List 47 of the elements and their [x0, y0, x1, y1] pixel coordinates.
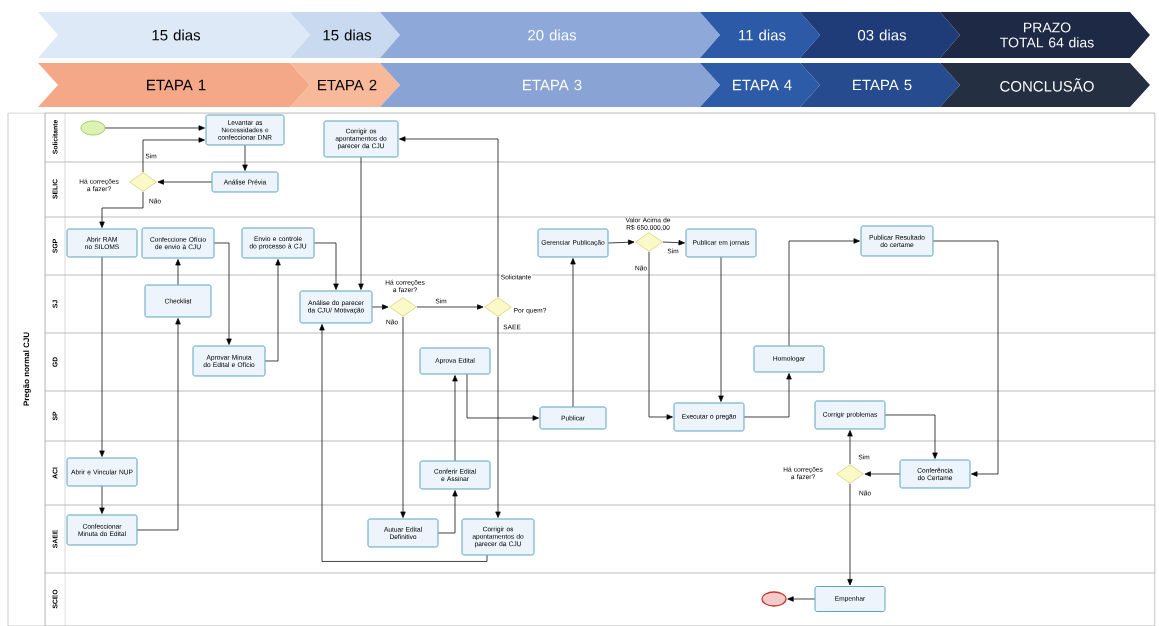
event-circle	[761, 591, 787, 607]
stage-banner: ETAPA 4	[700, 63, 820, 107]
stage-banner: 20 dias	[380, 12, 720, 58]
arrow	[214, 242, 232, 345]
arrow	[242, 145, 248, 171]
arrow	[608, 239, 635, 245]
arrow	[99, 257, 105, 457]
stage-banner: 03 dias	[800, 12, 960, 58]
arrow	[452, 375, 458, 461]
stage-banner: ETAPA 1	[38, 63, 310, 107]
arrow	[265, 259, 281, 362]
stage-banner: ETAPA 5	[800, 63, 960, 107]
stage-banner: 15 dias	[38, 12, 310, 58]
arrow	[314, 242, 339, 290]
arrow	[495, 316, 501, 518]
arrow	[157, 179, 212, 185]
arrow	[466, 374, 539, 421]
arrow	[137, 318, 181, 531]
arrow	[358, 157, 364, 290]
arrow	[438, 490, 458, 534]
arrow	[105, 125, 205, 131]
arrow	[648, 251, 673, 420]
arrow	[175, 259, 181, 285]
stage-banner: 11 dias	[700, 12, 820, 58]
arrow	[847, 483, 853, 586]
arrow	[399, 136, 499, 298]
arrow	[99, 486, 105, 514]
event-circle	[80, 120, 106, 136]
stage-banner: 15 dias	[290, 12, 400, 58]
arrow	[416, 304, 484, 310]
stage-banner: ETAPA 3	[380, 63, 720, 107]
arrow	[570, 258, 576, 407]
arrow	[142, 137, 205, 173]
arrow	[662, 240, 685, 246]
arrow	[787, 596, 815, 602]
arrow	[847, 430, 853, 465]
arrow	[319, 324, 488, 562]
arrow	[933, 240, 999, 477]
arrow	[372, 304, 389, 310]
arrow	[788, 238, 860, 346]
arrow	[718, 257, 724, 402]
arrow	[885, 414, 938, 459]
arrow	[744, 373, 792, 418]
arrow	[99, 191, 144, 228]
arrow	[400, 316, 406, 518]
stage-banner: ETAPA 2	[290, 63, 400, 107]
arrow	[864, 471, 900, 477]
